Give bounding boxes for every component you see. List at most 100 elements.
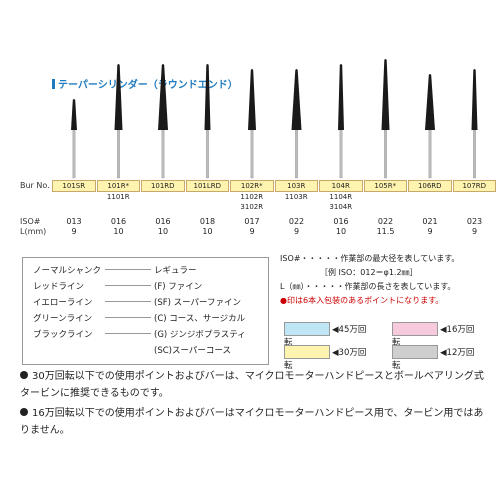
bullet-icon <box>20 408 28 416</box>
bur-code-text: 101RD <box>141 180 185 192</box>
notes: ISO#・・・・・作業部の最大径を表しています。 ［例 ISO：012＝φ1.2… <box>280 252 495 308</box>
legend-value: (F) ファイン <box>154 282 203 292</box>
speed-label: ◀45万回転 <box>284 325 367 348</box>
length-value: 10 <box>113 227 124 236</box>
speed-item: ◀16万回転 <box>392 322 480 348</box>
section-title: テーパーシリンダー（ラウンドエンド） <box>52 76 238 91</box>
bur-code-text: 105R* <box>363 180 407 192</box>
bur-head <box>204 64 211 130</box>
bur-sub-code: 1101R <box>106 193 130 201</box>
legend-value: (SF) スーパーファイン <box>154 298 242 308</box>
iso-label: ISO# <box>20 217 41 226</box>
bur-code-text: 103R <box>274 180 318 192</box>
note-iso: ISO#・・・・・作業部の最大径を表しています。 <box>280 254 460 263</box>
iso-value: 013 <box>66 217 82 226</box>
bur-illustrations <box>71 59 478 179</box>
length-value: 9 <box>249 227 255 236</box>
footnote-2: 16万回転以下での使用ポイントおよびバーはマイクロモーターハンドピース用で、ター… <box>20 408 484 436</box>
length-value: 10 <box>335 227 347 236</box>
legend-row: レッドライン (F) ファイン <box>33 280 202 292</box>
speed-item: ◀30万回転 <box>284 345 372 371</box>
bur-sub-code: 1104R <box>329 193 353 201</box>
bur-shank <box>473 129 476 179</box>
speed-swatch <box>284 345 330 359</box>
bur-code: 101LRD <box>185 180 229 213</box>
legend-row: (SC)スーパーコース <box>33 344 231 356</box>
bur-code-text: 101SR <box>52 180 96 192</box>
speed-label: ◀16万回転 <box>392 325 475 348</box>
bur-sub-code: 1102R <box>240 193 264 201</box>
bur-8 <box>425 74 435 179</box>
bur-code: 101R*1101R <box>96 180 140 213</box>
legend-key: レッドライン <box>33 282 85 292</box>
bur-code-text: 102R* <box>230 180 274 192</box>
bur-shank <box>295 129 298 179</box>
bur-code: 101RD <box>141 180 185 213</box>
bur-shank <box>117 129 120 179</box>
bur-shank <box>72 129 76 179</box>
iso-value: 016 <box>333 217 349 226</box>
bur-7 <box>381 59 390 179</box>
legend-dash <box>105 332 151 334</box>
bur-2 <box>158 64 168 179</box>
bur-code-text: 106RD <box>408 180 452 192</box>
length-value: 9 <box>293 227 300 236</box>
bur-shank <box>428 129 432 179</box>
bur-code: 106RD <box>408 180 452 213</box>
bur-head <box>248 69 256 130</box>
legend-key: イエローライン <box>33 298 93 308</box>
speed-label: ◀30万回転 <box>284 348 367 371</box>
bur-code-text: 104R <box>319 180 363 192</box>
bur-shank <box>161 129 165 179</box>
title-bar <box>52 79 55 89</box>
bur-head <box>71 99 77 130</box>
length-value: 10 <box>157 227 169 236</box>
iso-value: 016 <box>155 217 171 226</box>
iso-value: 016 <box>110 217 127 226</box>
bur-6 <box>338 64 344 179</box>
bur-code: 102R*1102R 3102R <box>230 180 274 213</box>
bur-code-text: 101R* <box>96 180 140 192</box>
iso-value: 023 <box>466 217 483 226</box>
bur-sub-code: 3104R <box>329 203 353 211</box>
bur-head <box>425 74 435 130</box>
iso-value: 022 <box>288 217 305 226</box>
note-star: ●印は6本入包装のあるポイントになります。 <box>280 296 444 305</box>
speed-swatch <box>284 322 330 336</box>
bur-0 <box>71 99 77 179</box>
bur-sub-code: 1103R <box>284 193 308 201</box>
legend-value: (C) コース、サージカル <box>154 314 246 324</box>
legend-value: レギュラー <box>154 266 197 276</box>
bur-head <box>158 64 168 130</box>
legend-dash <box>105 300 151 302</box>
bur-head <box>338 64 344 130</box>
legend-row: ノーマルシャンクレギュラー <box>33 264 197 276</box>
bur-head <box>114 64 123 130</box>
bur-9 <box>471 69 478 179</box>
bur-3 <box>204 64 211 179</box>
legend-key: ブラックライン <box>33 330 93 340</box>
legend-value: (G) ジンジボプラスティ <box>154 330 246 340</box>
speed-item: ◀45万回転 <box>284 322 372 348</box>
legend-row: イエローライン (SF) スーパーファイン <box>33 296 241 308</box>
legend-key: グリーンライン <box>33 314 93 324</box>
speed-item: ◀12万回転 <box>392 345 480 371</box>
bur-sub-code: 3102R <box>240 203 264 211</box>
footnote-1: 30万回転以下での使用ポイントおよびバーは、マイクロモーターハンドピースとボール… <box>20 371 484 399</box>
bur-code-text: 101LRD <box>185 180 229 192</box>
bur-code: 107RD <box>452 180 496 213</box>
length-value: 9 <box>71 227 77 236</box>
bur-head <box>291 69 302 130</box>
iso-value: 018 <box>199 217 216 226</box>
bur-head <box>471 69 478 130</box>
bur-shank <box>250 129 254 179</box>
bur-4 <box>248 69 256 179</box>
shank-legend: ノーマルシャンクレギュラーレッドライン (F) ファインイエローライン (SF) ス… <box>22 257 269 365</box>
iso-value: 021 <box>422 217 438 226</box>
bur-no-label: Bur No. <box>20 181 50 190</box>
bur-1 <box>114 64 123 179</box>
length-value: 9 <box>427 227 433 236</box>
